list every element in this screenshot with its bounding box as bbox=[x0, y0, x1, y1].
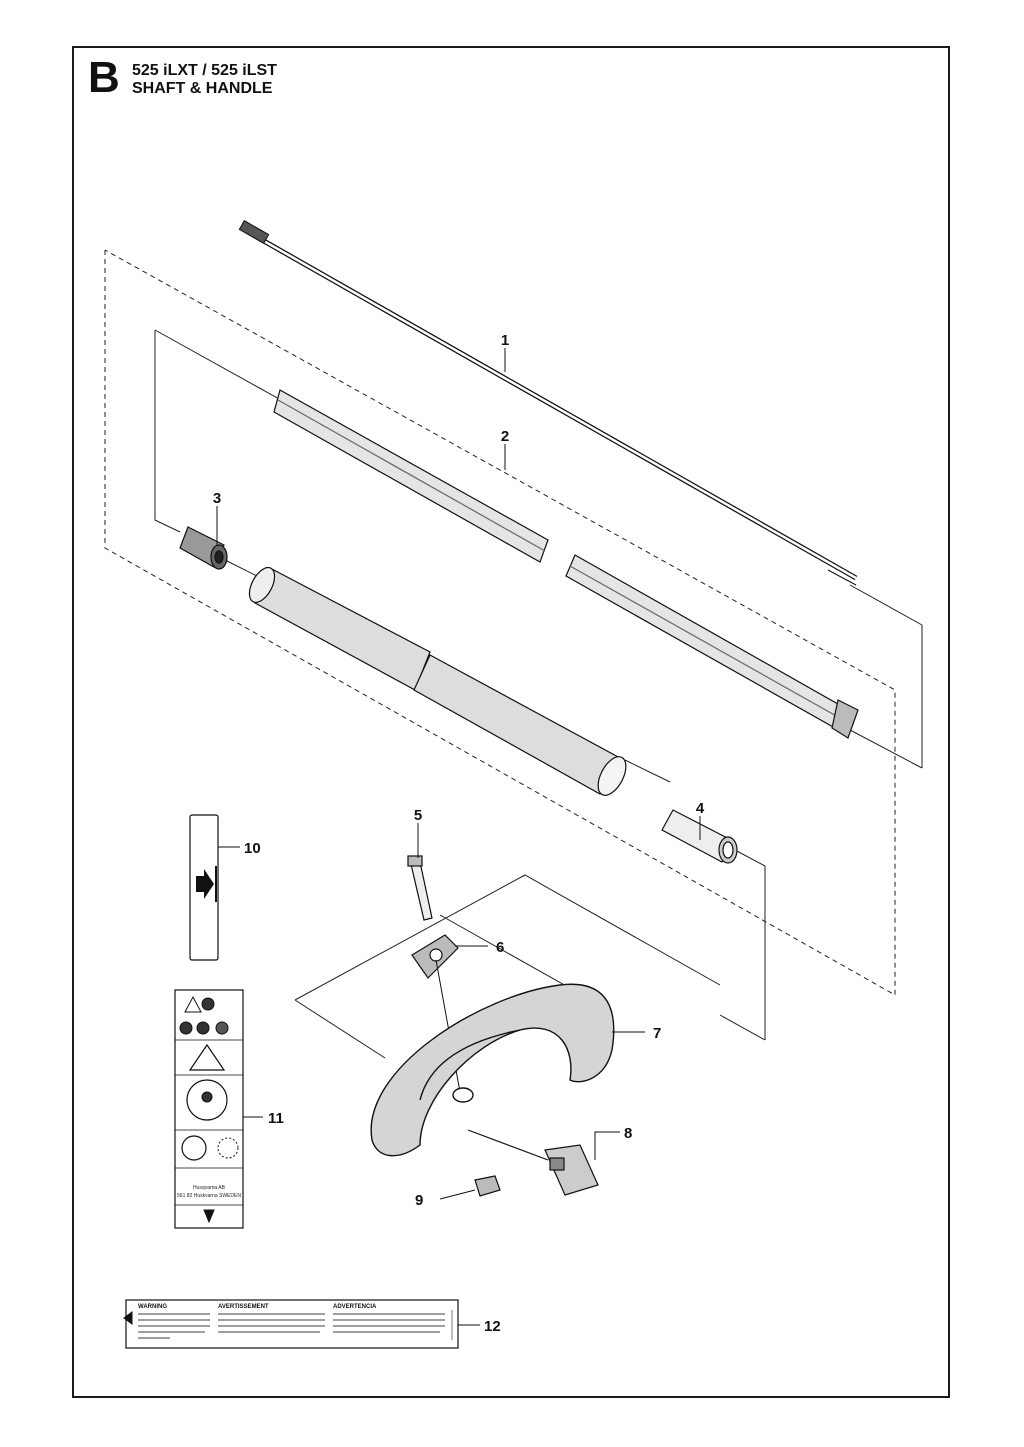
dashed-assembly-outline bbox=[104, 249, 896, 996]
arrow-decal-part bbox=[189, 814, 219, 961]
warning-heading-es: ADVERTENCIA bbox=[333, 1304, 377, 1310]
callout-8: 8 bbox=[624, 1125, 632, 1142]
wing-knob-part bbox=[411, 934, 461, 1093]
coupling-part bbox=[179, 526, 228, 570]
bolt-part bbox=[407, 855, 433, 921]
decal-11-maker: Husqvarna AB bbox=[193, 1185, 226, 1191]
callout-7: 7 bbox=[653, 1025, 661, 1042]
callout-6: 6 bbox=[496, 939, 504, 956]
callout-4: 4 bbox=[696, 800, 705, 817]
callout-3: 3 bbox=[213, 490, 221, 507]
callout-11: 11 bbox=[268, 1110, 284, 1127]
callout-12: 12 bbox=[484, 1318, 501, 1335]
section-letter: B bbox=[88, 53, 120, 102]
callout-5: 5 bbox=[414, 807, 422, 824]
safety-decal-part: Husqvarna AB 561 82 Huskvarna SWEDEN bbox=[174, 989, 244, 1229]
grip-tube-upper bbox=[248, 566, 431, 691]
loop-handle-part bbox=[370, 983, 615, 1157]
page-frame bbox=[72, 46, 950, 1398]
callout-10: 10 bbox=[244, 840, 261, 857]
warning-label-part: WARNING AVERTISSEMENT ADVERTENCIA bbox=[123, 1299, 459, 1349]
grip-tube-lower bbox=[413, 654, 627, 796]
callout-9: 9 bbox=[415, 1192, 423, 1209]
nut-part bbox=[474, 1175, 501, 1197]
section-subtitle: SHAFT & HANDLE bbox=[132, 80, 273, 97]
warning-heading-fr: AVERTISSEMENT bbox=[218, 1304, 269, 1310]
decal-11-address: 561 82 Huskvarna SWEDEN bbox=[177, 1193, 241, 1199]
callout-2: 2 bbox=[501, 428, 509, 445]
warning-heading-en: WARNING bbox=[138, 1304, 167, 1310]
drive-shaft-part bbox=[238, 220, 858, 586]
spacer-sleeve-part bbox=[661, 809, 738, 864]
callout-labels: 1 2 3 4 5 6 7 8 9 10 11 12 bbox=[213, 332, 705, 1335]
clamp-part bbox=[467, 1129, 599, 1196]
callout-leaders bbox=[216, 348, 701, 1326]
callout-1: 1 bbox=[501, 332, 509, 349]
model-title: 525 iLXT / 525 iLST bbox=[132, 62, 277, 79]
shaft-tube-part bbox=[273, 389, 859, 739]
